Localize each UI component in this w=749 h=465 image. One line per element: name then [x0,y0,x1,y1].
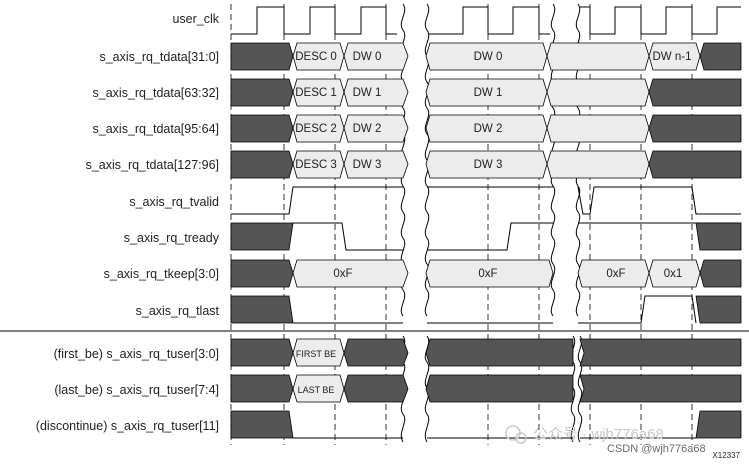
bus-label-desc3: DESC 3 [295,159,337,171]
bus-label-first-be: FIRST BE [296,349,336,359]
tready-row [230,222,742,251]
bus-label-dw2-a: DW 2 [353,123,382,135]
label-tdata-31-0: s_axis_rq_tdata[31:0] [99,50,219,64]
tdata-63-32-row [230,78,742,107]
signal-labels: user_clk s_axis_rq_tdata[31:0] s_axis_rq… [36,12,220,433]
bus-label-desc2: DESC 2 [295,123,337,135]
bus-label-keep-a: 0xF [333,268,352,280]
tvalid-waveform [231,186,741,215]
tlast-row [230,295,742,324]
clk-waveform [231,6,741,35]
label-tdata-63-32: s_axis_rq_tdata[63:32] [93,86,219,100]
label-first-be: (first_be) s_axis_rq_tuser[3:0] [54,347,219,361]
first-be-row [230,338,742,367]
bus-label-keep-c: 0xF [606,268,625,280]
bus-label-dw3-a: DW 3 [353,159,382,171]
label-tdata-95-64: s_axis_rq_tdata[95:64] [93,122,219,136]
bus-label-keep-d: 0x1 [664,268,683,280]
label-tkeep: s_axis_rq_tkeep[3:0] [104,267,219,281]
label-tvalid: s_axis_rq_tvalid [129,195,219,209]
label-tready: s_axis_rq_tready [124,231,220,245]
label-tdata-127-96: s_axis_rq_tdata[127:96] [86,158,219,172]
bus-label-dw1-a: DW 1 [353,87,382,99]
label-user-clk: user_clk [172,12,219,26]
watermark: 公众号 · wjh776a68 CSDN @wjh776a68 [505,425,706,455]
bus-label-desc0: DESC 0 [295,51,337,63]
bus-label-keep-b: 0xF [478,268,497,280]
label-last-be: (last_be) s_axis_rq_tuser[7:4] [54,383,219,397]
bus-label-dw2-b: DW 2 [474,123,503,135]
bus-label-dw0-a: DW 0 [353,51,382,63]
tdata-127-96-row [230,150,742,179]
label-tlast: s_axis_rq_tlast [136,304,220,318]
tkeep-row [230,259,742,288]
watermark-source: CSDN @wjh776a68 [607,443,706,455]
bus-label-dw3-b: DW 3 [474,159,503,171]
tdata-95-64-row [230,114,742,143]
bus-label-last-be: LAST BE [298,385,335,395]
label-discontinue: (discontinue) s_axis_rq_tuser[11] [36,419,219,433]
bus-label-desc1: DESC 1 [295,87,337,99]
bus-label-dw0-b: DW 0 [474,51,503,63]
bus-label-dw1-b: DW 1 [474,87,503,99]
last-be-row [230,374,742,403]
bus-label-dw-n1: DW n-1 [653,51,692,63]
discontinue-row [230,410,742,439]
tdata-31-0-row [230,42,742,71]
watermark-account: 公众号 · wjh776a68 [533,426,664,443]
figure-id: X12337 [712,451,740,460]
